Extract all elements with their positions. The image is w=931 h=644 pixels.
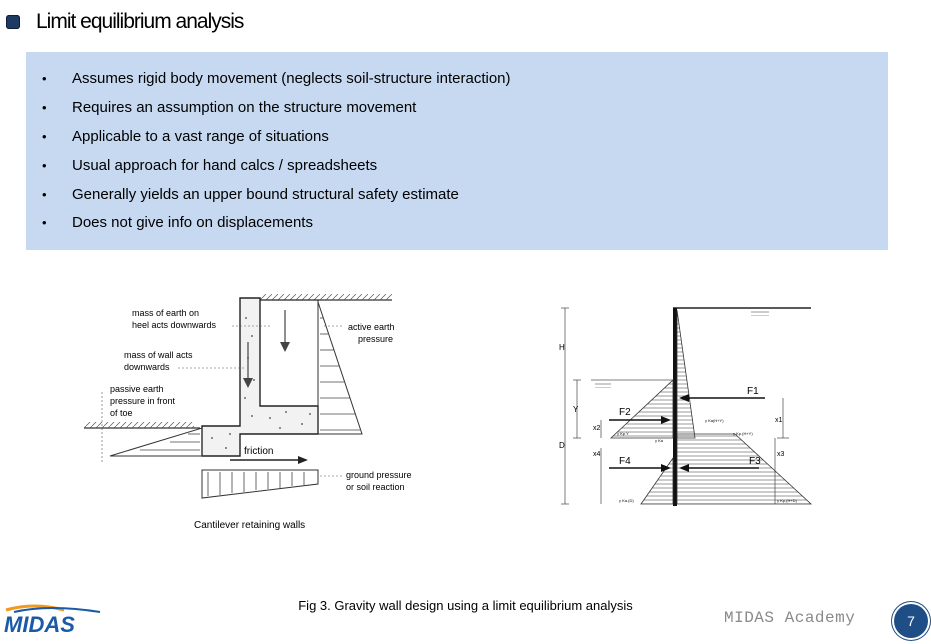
- midas-logo: MIDAS: [4, 604, 104, 639]
- active-pressure-arrows: [320, 317, 360, 431]
- list-item: • Applicable to a vast range of situation…: [26, 128, 888, 157]
- midas-logo-icon: MIDAS: [4, 604, 101, 637]
- bullet-text: Assumes rigid body movement (neglects so…: [72, 70, 511, 87]
- sheet-pile-svg: H Y D F1 F2 F3 F4 x1 x2 x3 x4 γ Ka(H+Y) …: [559, 307, 813, 506]
- title-square-icon: [6, 15, 20, 29]
- list-item: • Assumes rigid body movement (neglects s…: [26, 70, 888, 99]
- label-x2: x2: [593, 425, 601, 432]
- label-F1: F1: [747, 386, 759, 397]
- bullet-text: Generally yields an upper bound structur…: [72, 185, 459, 203]
- dredge-hatch: [595, 382, 611, 388]
- friction-arrow-head-icon: [298, 456, 308, 464]
- list-item: • Usual approach for hand calcs / spreads…: [26, 157, 888, 186]
- front-active-shape: [640, 456, 674, 505]
- label-passive-1: passive earth: [110, 384, 164, 394]
- label-x4: x4: [593, 451, 601, 458]
- label-x1: x1: [775, 417, 783, 424]
- f4-arrow-head-icon: [661, 464, 671, 472]
- label-mass-wall-1: mass of wall acts: [124, 350, 193, 360]
- bullet-dot-icon: •: [42, 99, 47, 115]
- label-F4: F4: [619, 456, 631, 467]
- label-mass-wall-2: downwards: [124, 362, 170, 372]
- concrete-texture: [211, 317, 311, 449]
- label-F3: F3: [749, 456, 761, 467]
- leader-lines: [101, 325, 342, 477]
- label-ka-hy-2: γ Kp.(H+Y): [733, 431, 753, 436]
- label-x3: x3: [777, 451, 785, 458]
- cantilever-wall-svg: mass of earth on heel acts downwards act…: [84, 294, 412, 531]
- label-H: H: [559, 343, 565, 352]
- list-item: • Requires an assumption on the structure…: [26, 99, 888, 128]
- bullet-dot-icon: •: [42, 71, 47, 86]
- label-ka-hy-1: γ Ka(H+Y): [705, 418, 724, 423]
- label-ka-small: γ Ka: [655, 438, 664, 443]
- label-active-2: pressure: [358, 334, 393, 344]
- page-number-badge: 7: [894, 604, 928, 638]
- bullet-dot-icon: •: [42, 128, 47, 144]
- top-ground-hatch: [751, 310, 769, 316]
- label-kad: γ Ka.(D): [619, 498, 634, 503]
- slide-title: Limit equilibrium analysis: [36, 10, 244, 33]
- label-kp-d: γ Kp.(H+D): [777, 498, 798, 503]
- bullet-dot-icon: •: [42, 215, 47, 231]
- passive-pressure-triangle: [109, 427, 203, 457]
- label-passive-3: of toe: [110, 408, 133, 418]
- label-mass-earth-1: mass of earth on: [132, 308, 199, 318]
- dimension-lines: [561, 307, 789, 505]
- ground-hatch: [260, 294, 392, 300]
- label-friction: friction: [244, 446, 273, 457]
- passive-triangle: [609, 379, 674, 439]
- label-Y: Y: [573, 405, 579, 414]
- label-left-caption: Cantilever retaining walls: [194, 520, 305, 531]
- list-item: • Does not give info on displacements: [26, 214, 888, 243]
- footer-brand: MIDAS Academy: [724, 609, 856, 627]
- bullet-text: Does not give info on displacements: [72, 214, 313, 232]
- label-ground-2: or soil reaction: [346, 482, 405, 492]
- ground-reaction-shape: [201, 469, 319, 499]
- label-F2: F2: [619, 407, 631, 418]
- f3-arrow-head-icon: [679, 464, 689, 472]
- active-triangle: [676, 309, 696, 439]
- list-item: • Generally yields an upper bound structu…: [26, 186, 888, 215]
- slide-header: Limit equilibrium analysis: [6, 8, 244, 36]
- bullet-text: Applicable to a vast range of situations: [72, 127, 329, 145]
- label-passive-2: pressure in front: [110, 396, 176, 406]
- heel-arrow-head-icon: [280, 342, 290, 352]
- label-active-1: active earth: [348, 322, 395, 332]
- bullet-dot-icon: •: [42, 157, 47, 173]
- back-passive-shape: [676, 433, 813, 505]
- svg-text:MIDAS: MIDAS: [4, 612, 75, 634]
- heel-soil-box: [259, 299, 319, 407]
- wall-weight-arrow-head-icon: [243, 378, 253, 388]
- bullet-box: • Assumes rigid body movement (neglects s…: [26, 52, 888, 250]
- toe-ground-hatch: [84, 422, 194, 428]
- bullet-list: • Assumes rigid body movement (neglects s…: [26, 52, 888, 243]
- bullet-text: Requires an assumption on the structure …: [72, 98, 417, 116]
- bullet-text: Usual approach for hand calcs / spreadsh…: [72, 156, 378, 174]
- f2-arrow-head-icon: [661, 416, 671, 424]
- cantilever-wall-figure: mass of earth on heel acts downwards act…: [80, 288, 426, 538]
- bullet-dot-icon: •: [42, 186, 47, 202]
- passive-pressure-arrows: [140, 433, 200, 451]
- f1-arrow-head-icon: [679, 394, 689, 402]
- sheet-pile-figure: H Y D F1 F2 F3 F4 x1 x2 x3 x4 γ Ka(H+Y) …: [555, 298, 815, 510]
- label-ground-1: ground pressure: [346, 470, 412, 480]
- label-mass-earth-2: heel acts downwards: [132, 320, 217, 330]
- figure-caption: Fig 3. Gravity wall design using a limit…: [298, 598, 633, 613]
- active-pressure-triangle: [317, 301, 363, 435]
- ground-reaction-arrows: [207, 472, 305, 496]
- label-D: D: [559, 441, 565, 450]
- label-kp-y: γ Kp.Y: [617, 431, 629, 436]
